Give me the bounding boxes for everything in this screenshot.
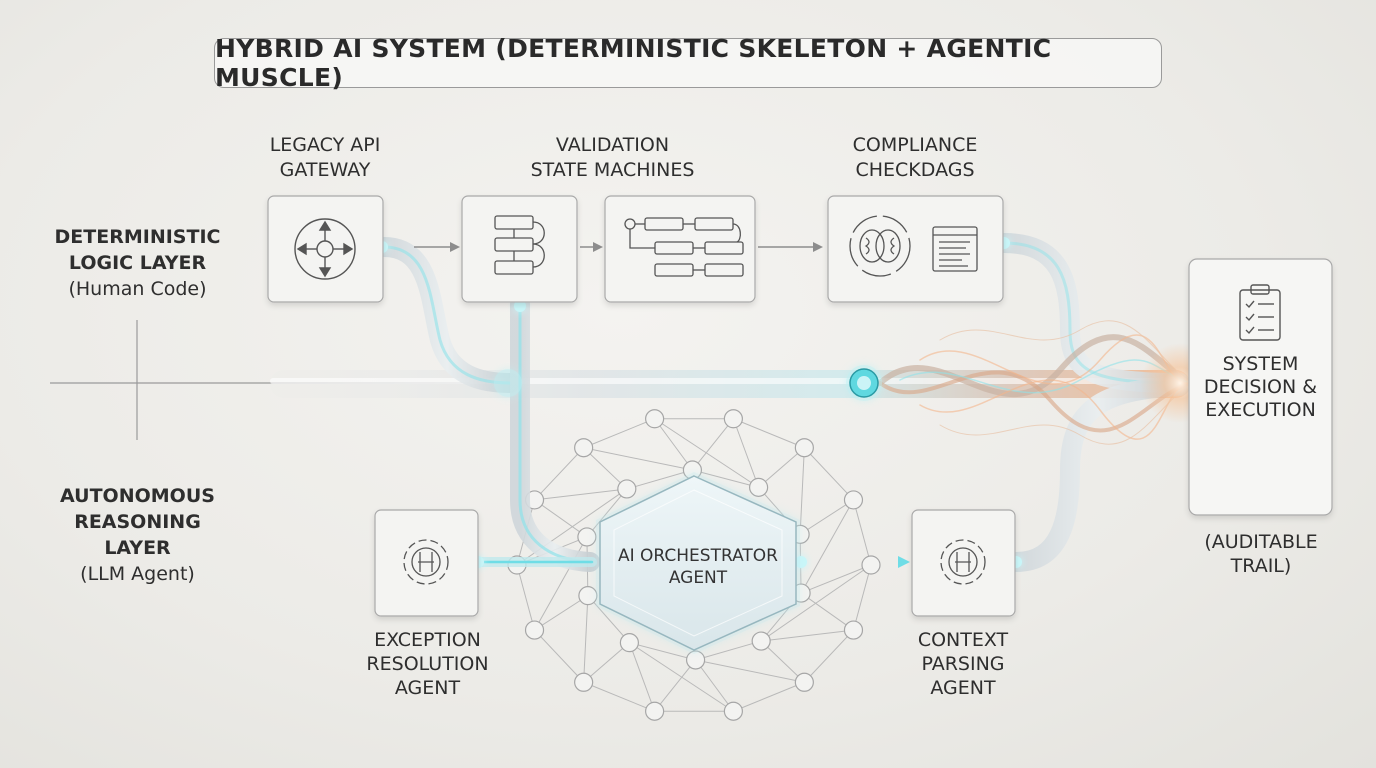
network-link: [583, 418, 655, 449]
network-link: [587, 595, 630, 643]
network-link: [629, 642, 696, 661]
system-decision-box: [1188, 258, 1333, 516]
orchestrator-label: AI ORCHESTRATOR AGENT: [618, 546, 778, 588]
network-link: [695, 659, 734, 712]
validation-label: VALIDATION STATE MACHINES: [530, 134, 695, 181]
network-link: [516, 564, 536, 631]
network-node: [645, 409, 665, 429]
diagram-title: HYBRID AI SYSTEM (DETERMINISTIC SKELETON…: [214, 34, 1162, 92]
network-node: [794, 438, 814, 458]
network-link: [583, 642, 630, 683]
flowchart-icon: [494, 215, 545, 275]
network-link: [800, 592, 854, 631]
network-link: [583, 447, 628, 490]
deterministic-layer-label: DETERMINISTIC LOGIC LAYER (Human Code): [54, 226, 221, 300]
network-node: [751, 631, 771, 651]
state-machine-icon: [624, 217, 744, 277]
orchestrator-hexagon: [596, 472, 800, 654]
tube-connectors: [374, 233, 1190, 572]
network-link: [733, 681, 805, 712]
agent-gear-icon: [940, 539, 986, 585]
network-link: [534, 488, 627, 501]
network-link: [692, 418, 734, 471]
network-link: [654, 418, 759, 488]
network-node: [723, 409, 743, 429]
network-link: [760, 564, 872, 642]
network-link: [534, 629, 585, 683]
node-boxes: [267, 195, 1333, 617]
network-link: [586, 488, 628, 538]
legacy-api-label: LEGACY API GATEWAY: [269, 134, 381, 181]
network-link: [583, 681, 655, 712]
context-agent-label: CONTEXT PARSING AGENT: [917, 629, 1009, 699]
network-node: [524, 620, 545, 640]
network-link: [800, 564, 872, 594]
agent-gear-icon: [403, 539, 449, 585]
network-link: [760, 640, 805, 683]
network-node: [577, 527, 597, 547]
exception-agent-box: [374, 509, 479, 617]
network-link: [799, 499, 854, 535]
network-link: [583, 447, 693, 471]
network-link: [654, 418, 693, 471]
network-link: [852, 499, 872, 566]
compass-gateway-icon: [294, 218, 356, 280]
network-link: [803, 629, 854, 683]
network-node: [749, 477, 769, 497]
network-link: [733, 418, 805, 449]
network-link: [629, 642, 734, 712]
flow-arrows: [414, 242, 823, 252]
network-node: [723, 701, 743, 721]
network-link: [799, 447, 805, 535]
network-link: [852, 564, 872, 631]
context-agent-box: [911, 509, 1016, 617]
compliance-label: COMPLIANCE CHECKDAGS: [852, 134, 978, 181]
network-link: [695, 640, 762, 661]
validation-box-2: [604, 195, 756, 303]
network-node: [578, 586, 598, 606]
network-node: [685, 650, 706, 670]
network-node: [645, 701, 665, 721]
network-node: [843, 490, 864, 510]
network-link: [692, 469, 759, 488]
brain-checklist-icon: [849, 215, 978, 277]
network-node: [574, 438, 594, 458]
network-link: [761, 629, 854, 642]
network-link: [654, 659, 696, 712]
network-link: [758, 447, 805, 488]
network-node: [619, 633, 639, 653]
network-link: [695, 659, 805, 683]
network-node: [617, 479, 637, 499]
system-decision-label: SYSTEM DECISION & EXECUTION: [1203, 353, 1318, 421]
network-link: [732, 418, 760, 488]
validation-box-1: [461, 195, 578, 303]
network-link: [626, 469, 693, 490]
network-link: [628, 642, 656, 712]
network-link: [803, 447, 854, 501]
clipboard-checklist-icon: [1239, 284, 1281, 341]
auditable-trail-label: (AUDITABLE TRAIL): [1204, 531, 1318, 577]
legacy-api-box: [267, 195, 384, 303]
network-node: [861, 555, 881, 575]
network-node: [843, 620, 864, 640]
network-node: [574, 672, 594, 692]
network-node: [794, 672, 814, 692]
network-link: [583, 595, 589, 683]
network-link: [534, 447, 585, 501]
network-link: [800, 499, 854, 594]
autonomous-layer-label: AUTONOMOUS REASONING LAYER (LLM Agent): [60, 485, 215, 585]
network-link: [534, 499, 588, 538]
network-link: [534, 595, 589, 631]
exception-agent-label: EXCEPTION RESOLUTION AGENT: [366, 629, 489, 699]
